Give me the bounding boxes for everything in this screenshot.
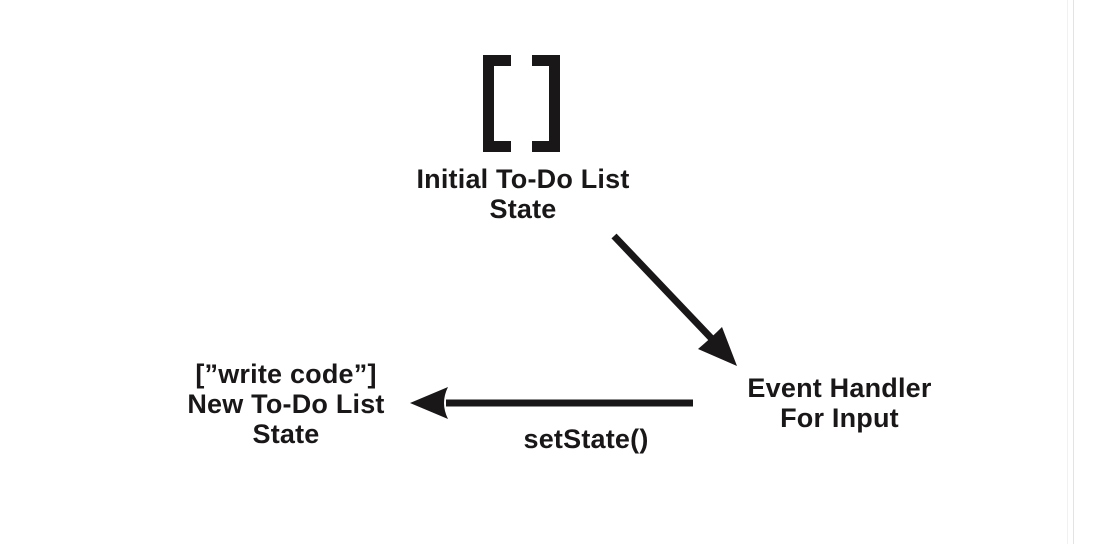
new-state-line2: New To-Do List [187, 389, 385, 419]
diagonal-arrow [611, 233, 737, 366]
left-bracket-glyph [483, 55, 511, 152]
event-handler-label: Event Handler For Input [717, 373, 962, 433]
event-handler-line1: Event Handler [747, 373, 932, 403]
page-edge-line [1073, 0, 1074, 544]
new-state-line1: [”write code”] [195, 359, 377, 389]
initial-state-line1: Initial To-Do List [416, 164, 630, 194]
event-handler-line2: For Input [780, 403, 899, 433]
horizontal-arrow [410, 387, 693, 419]
page-edge-line [1067, 0, 1068, 544]
initial-state-label: Initial To-Do List State [373, 164, 673, 224]
new-state-label: [”write code”] New To-Do List State [156, 359, 416, 449]
new-state-line3: State [252, 419, 320, 449]
setstate-transition-label: setState() [523, 424, 649, 454]
diagonal-arrowhead-icon [698, 327, 737, 366]
horizontal-arrowhead-icon [410, 387, 448, 419]
initial-state-line2: State [489, 194, 557, 224]
right-bracket-glyph [532, 55, 560, 152]
